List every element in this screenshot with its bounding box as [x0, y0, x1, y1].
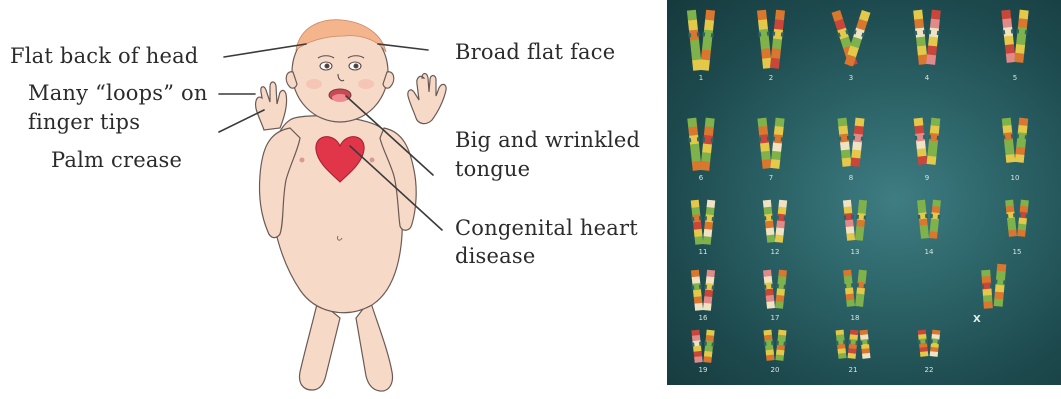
chromosome-pair-21: [835, 330, 872, 359]
label-big-tongue-line1: Big and wrinkled: [455, 128, 640, 153]
chromosome-number-16: 16: [699, 314, 708, 322]
chromosome-pair-16: [690, 270, 716, 311]
chromosome-number-13: 13: [851, 248, 860, 256]
chromosome-pair-1: [686, 10, 716, 71]
chromosome-number-10: 10: [1011, 174, 1020, 182]
chromosome-number-9: 9: [925, 174, 929, 182]
chromosome-pair-17: [762, 270, 788, 309]
label-broad-flat-face: Broad flat face: [455, 40, 615, 65]
chromosome-number-14: 14: [925, 248, 934, 256]
chromosome-number-5: 5: [1013, 74, 1017, 82]
chromosome-number-3: 3: [849, 74, 853, 82]
chromosome-pair-12: [762, 200, 788, 243]
chromosome-pair-4: [912, 10, 942, 65]
chromosome-number-6: 6: [699, 174, 703, 182]
chromosome-number-17: 17: [771, 314, 780, 322]
chromosome-pair-2: [756, 10, 786, 69]
chromosome-number-4: 4: [925, 74, 929, 82]
chromosome-pair-20: [762, 330, 787, 361]
chromosome-pair-10: [1001, 118, 1030, 163]
chromosome-pair-15: [1004, 200, 1030, 237]
chromosome-pair-13: [842, 200, 868, 241]
label-palm-crease: Palm crease: [51, 148, 182, 173]
cheek-left: [306, 79, 322, 89]
sex-chromosome-x: [980, 264, 1007, 309]
chromosome-number-22: 22: [925, 366, 934, 374]
label-many-loops-line1: Many “loops” on: [28, 81, 208, 106]
chromosome-number-11: 11: [699, 248, 708, 256]
chromosome-pair-9: [913, 118, 942, 165]
chromosome-pair-19: [690, 330, 715, 363]
label-flat-back-of-head: Flat back of head: [10, 44, 198, 69]
chromosome-number-21: 21: [849, 366, 858, 374]
infant-body: [256, 22, 447, 391]
chromosome-pair-3: [831, 10, 872, 67]
label-big-tongue-line2: tongue: [455, 157, 530, 182]
chromosome-number-8: 8: [849, 174, 853, 182]
label-congenital-heart-line2: disease: [455, 244, 536, 269]
chromosome-number-7: 7: [769, 174, 773, 182]
chromosome-pair-6: [686, 118, 715, 171]
chromosome-pair-7: [756, 118, 785, 169]
chromosome-pair-8: [837, 118, 866, 167]
tongue: [332, 94, 348, 102]
chromosome-number-15: 15: [1013, 248, 1022, 256]
label-congenital-heart-line1: Congenital heart: [455, 216, 638, 241]
karyotype-chromosomes: [667, 0, 1061, 385]
chromosome-number-1: 1: [699, 74, 703, 82]
chromosome-number-18: 18: [851, 314, 860, 322]
chromosome-number-2: 2: [769, 74, 773, 82]
chromosome-number-19: 19: [699, 366, 708, 374]
chromosome-pair-5: [1000, 10, 1029, 63]
chromosome-number-20: 20: [771, 366, 780, 374]
chromosome-pair-14: [916, 200, 942, 239]
chromosome-number-12: 12: [771, 248, 780, 256]
cheek-right: [358, 79, 374, 89]
chromosome-pair-18: [842, 270, 868, 307]
sex-chromosome-label: X: [973, 314, 981, 325]
chromosome-pair-11: [690, 200, 717, 245]
label-many-loops-line2: finger tips: [28, 110, 140, 135]
chromosome-pair-22: [917, 330, 942, 357]
